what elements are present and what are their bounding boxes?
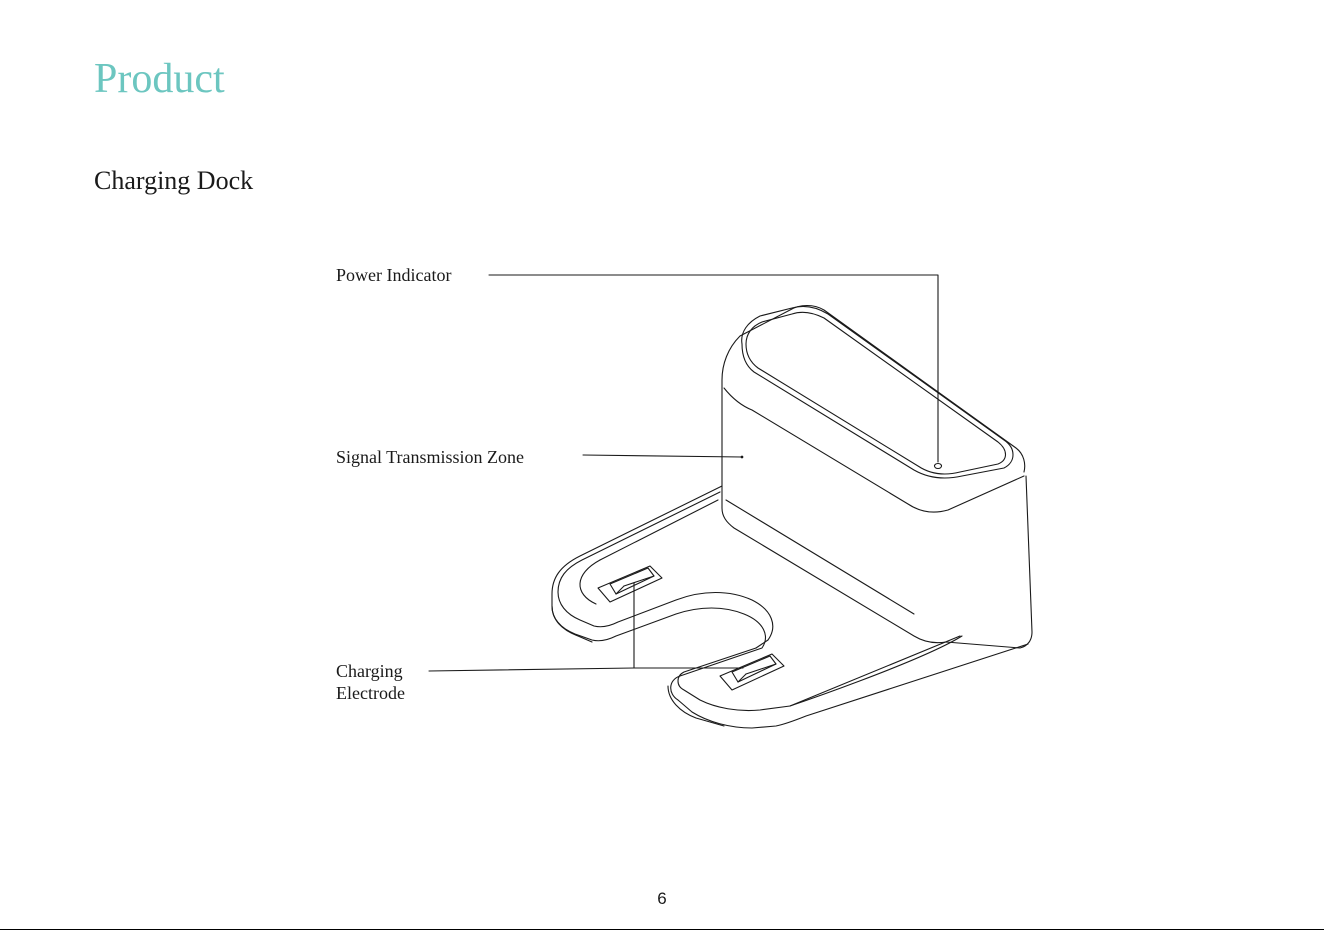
page-number: 6 xyxy=(0,889,1324,909)
signal-zone-dot xyxy=(741,456,743,458)
charging-electrodes xyxy=(598,566,784,690)
dock-base xyxy=(552,486,1028,728)
power-indicator-dot xyxy=(935,464,942,469)
dock-tower xyxy=(722,306,1032,649)
bottom-divider xyxy=(0,929,1324,930)
left-electrode xyxy=(598,566,662,602)
power-indicator-leader xyxy=(489,275,938,462)
signal-zone-leader xyxy=(583,455,742,457)
top-lid xyxy=(742,306,1013,478)
